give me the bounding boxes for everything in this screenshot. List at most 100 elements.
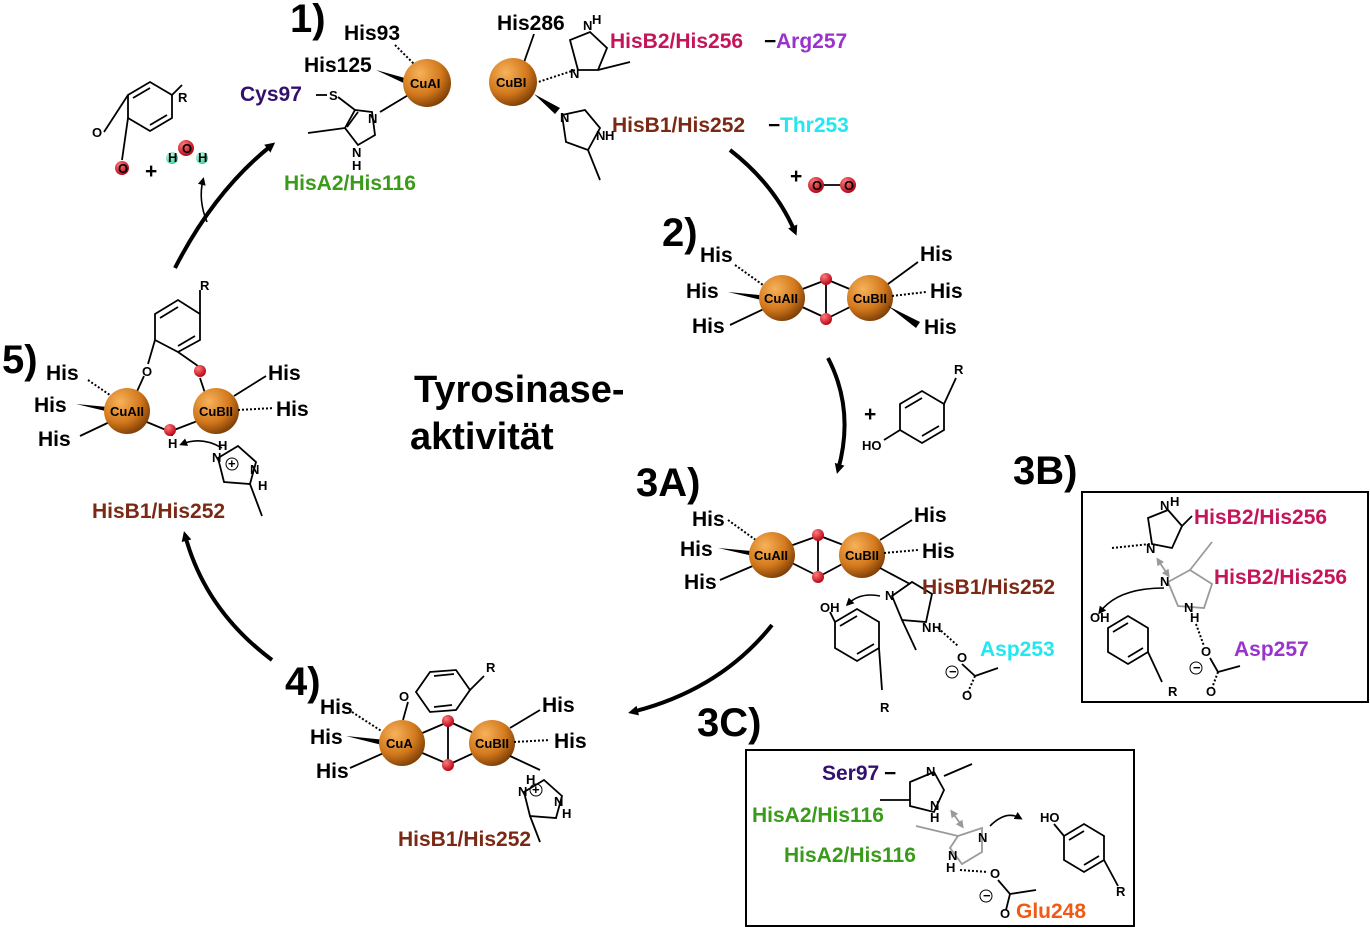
step-1-label: 1): [290, 0, 326, 41]
his-label: His: [276, 398, 309, 421]
atom-h: H: [168, 436, 177, 451]
atom-n: N: [570, 66, 579, 81]
plus-sign: +: [145, 160, 157, 183]
state-4: His His His O R CuA CuBII His His H N N …: [310, 660, 587, 851]
thr253-label: Thr253: [780, 114, 849, 137]
cuB-atom: [469, 720, 515, 766]
hisA2-his116-label: HisA2/His116: [284, 172, 416, 195]
atom-n: N: [1184, 600, 1193, 615]
dash-connector: −: [768, 114, 780, 137]
hisB2-his256-label: HisB2/His256: [1194, 506, 1327, 529]
his-label: His: [320, 696, 353, 719]
his-label: His: [268, 362, 301, 385]
state-5: His His His R O H CuAII CuBII His His H …: [34, 278, 309, 523]
atom-n: N: [926, 764, 935, 779]
title-line-2: aktivität: [410, 416, 554, 458]
atom-r: R: [880, 700, 890, 715]
atom-o: O: [990, 866, 1000, 881]
his286-label: His286: [497, 12, 565, 35]
cuA-II-label: CuAII: [754, 548, 788, 563]
cuA-atom: [379, 720, 425, 766]
cuB-atom: [193, 388, 239, 434]
arrow-5-to-1: [173, 142, 276, 269]
oxygen-atom: [178, 140, 194, 156]
oxygen-atom: [820, 273, 832, 285]
atom-n: N: [560, 110, 569, 125]
oxygen-atom: [812, 571, 824, 583]
atom-o: O: [962, 688, 972, 703]
atom-o: O: [812, 178, 822, 193]
atom-n: N: [596, 128, 605, 143]
arrow-4-to-5: [181, 531, 274, 662]
asp253-label: Asp253: [980, 638, 1055, 661]
his-label: His: [34, 394, 67, 417]
cuA-atom: [759, 275, 805, 321]
plus-sign: +: [864, 403, 876, 426]
atom-o: O: [182, 141, 192, 156]
arrow-1-to-2: [728, 148, 798, 236]
panel-3b: N H N HisB2/His256 N N H HisB2/His256 OH…: [1081, 491, 1369, 703]
atom-o: O: [1201, 644, 1211, 659]
his-label: His: [692, 508, 725, 531]
atom-n: N: [978, 830, 987, 845]
state-2: His His His CuAII CuBII His His His + R …: [686, 243, 964, 453]
state-1: His93 His125 N N H S Cys97 HisA2/His116 …: [240, 12, 856, 195]
atom-r: R: [1168, 684, 1178, 699]
atom-n: N: [518, 784, 527, 799]
cuB-II-label: CuBII: [845, 548, 879, 563]
atom-h: H: [562, 806, 571, 821]
atom-r: R: [954, 362, 964, 377]
cuB-atom: [489, 58, 537, 106]
atom-plus: +: [532, 782, 540, 797]
his-label: His: [930, 280, 963, 303]
phenol-oh: HO: [1040, 810, 1060, 825]
atom-n: N: [583, 18, 592, 33]
hisB2-his256-label: HisB2/His256: [610, 30, 743, 53]
hisB1-his252-label: HisB1/His252: [398, 828, 531, 851]
asp257-label: Asp257: [1234, 638, 1309, 661]
cuA-I-label: CuAI: [410, 76, 440, 91]
his-label: His: [554, 730, 587, 753]
atom-minus: −: [949, 664, 957, 679]
phenol-oh: OH: [1090, 610, 1110, 625]
atom-h: H: [930, 810, 939, 825]
cuA-II-label: CuAII: [110, 404, 144, 419]
hisB2-his256-label: HisB2/His256: [1214, 566, 1347, 589]
his-label: His: [310, 726, 343, 749]
atom-o: O: [399, 689, 409, 704]
panel-3c: Ser97 − N N H HisA2/His116 N N H HisA2/H…: [745, 749, 1135, 927]
atom-o: O: [844, 178, 854, 193]
his-label: His: [700, 244, 733, 267]
dash-connector: −: [764, 30, 776, 53]
his93-label: His93: [344, 22, 400, 45]
hisB1-his252-label: HisB1/His252: [922, 576, 1055, 599]
his-label: His: [38, 428, 71, 451]
cuB-I-label: CuBI: [496, 75, 526, 90]
step-5-label: 5): [2, 338, 38, 382]
phenol-oh: OH: [820, 600, 840, 615]
his-label: His: [922, 540, 955, 563]
atom-h: H: [352, 158, 361, 173]
atom-o: O: [957, 650, 967, 665]
atom-n: N: [352, 145, 361, 160]
atom-h: H: [592, 12, 601, 27]
his-label: His: [46, 362, 79, 385]
arrow-2-to-3a: [826, 357, 847, 474]
cuA-atom: [104, 388, 150, 434]
cuB-II-label: CuBII: [853, 291, 887, 306]
oxygen-atom: [808, 177, 824, 193]
atom-n: N: [1160, 498, 1169, 513]
glu248-label: Glu248: [1016, 900, 1086, 923]
oxygen-atom: [115, 161, 129, 175]
state-3a: His His His CuAII CuBII His His OH R N N…: [680, 504, 1055, 715]
his125-label: His125: [304, 54, 372, 77]
cuB-II-label: CuBII: [475, 736, 509, 751]
his-label: His: [686, 280, 719, 303]
atom-h: H: [1170, 494, 1179, 509]
cuB-II-label: CuBII: [199, 404, 233, 419]
step-2-label: 2): [662, 211, 698, 255]
atom-n: N: [930, 798, 939, 813]
ser97-label: Ser97: [822, 762, 879, 785]
step-4-label: 4): [285, 660, 321, 704]
atom-h: H: [605, 128, 614, 143]
